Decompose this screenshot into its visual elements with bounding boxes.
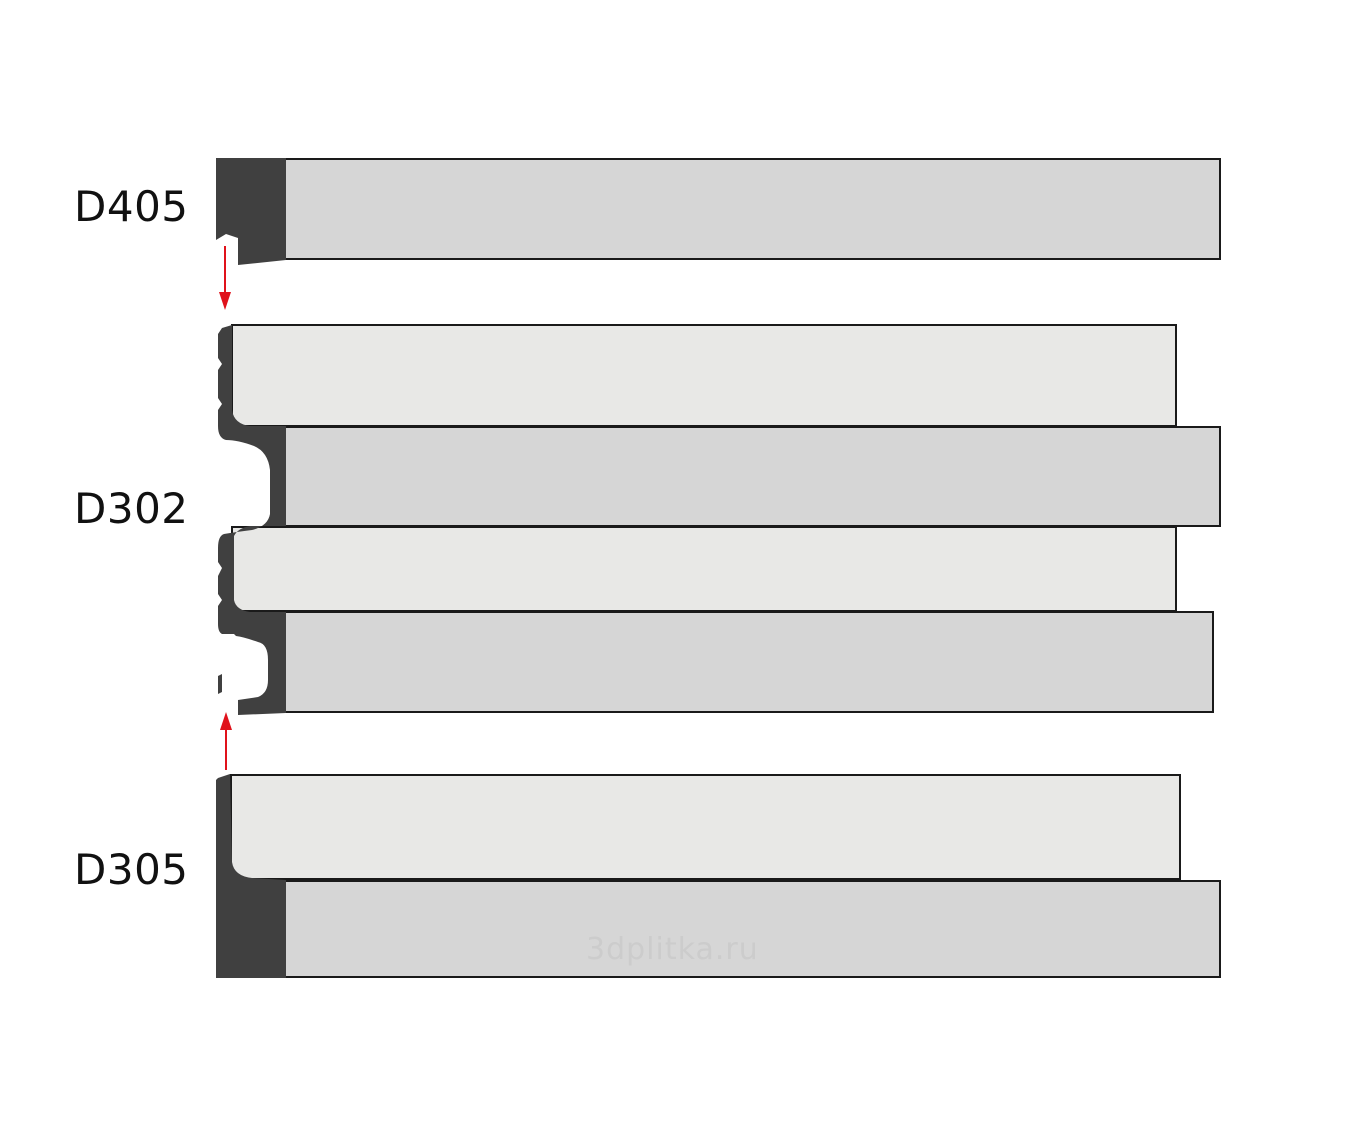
d405-profile	[216, 158, 286, 265]
d305-molding	[216, 774, 1221, 978]
d302-slat-3	[231, 526, 1177, 612]
d305-profile	[216, 774, 286, 978]
d305-slat-top	[230, 774, 1181, 880]
d302-profile	[218, 325, 286, 715]
d405-face	[284, 158, 1221, 260]
label-d305: D305	[74, 845, 189, 894]
label-d405: D405	[74, 182, 189, 231]
label-d302: D302	[74, 484, 189, 533]
d302-slat-2	[282, 426, 1221, 527]
d305-slat-bottom	[284, 880, 1221, 978]
d302-slat-4	[282, 611, 1214, 713]
watermark: 3dplitka.ru	[586, 932, 759, 967]
d405-molding	[216, 158, 1221, 265]
d302-molding	[218, 324, 1221, 715]
arrow-down-icon	[219, 246, 231, 310]
d302-slat-1	[231, 324, 1177, 427]
arrow-up-icon	[220, 712, 232, 770]
d302-bottom-notch	[218, 674, 222, 694]
